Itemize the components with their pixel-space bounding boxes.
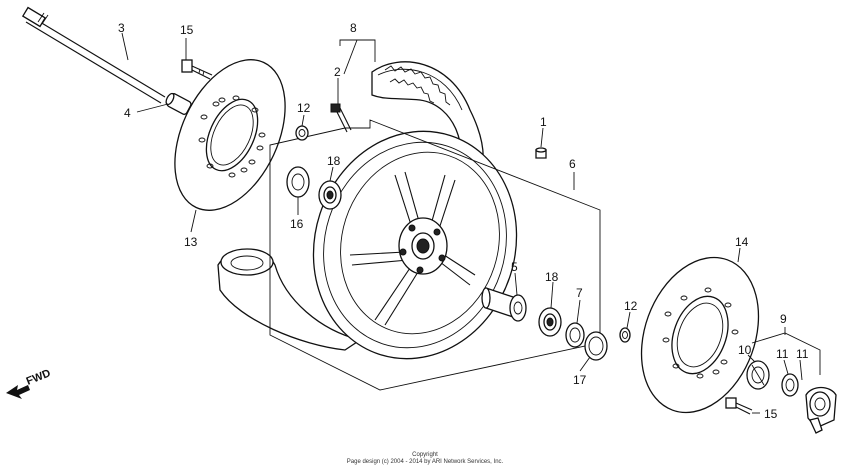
- callout-14: 14: [735, 235, 749, 249]
- callout-8: 8: [350, 21, 357, 35]
- gearbox-housing[interactable]: [805, 386, 837, 434]
- callout-9: 9: [780, 312, 787, 326]
- bearing-left[interactable]: [318, 180, 342, 210]
- brake-disc-right[interactable]: [621, 241, 779, 429]
- copyright-line-1: Copyright: [412, 452, 438, 458]
- wheel-rim[interactable]: [284, 105, 545, 386]
- callout-12-right: 12: [624, 299, 638, 313]
- front-axle[interactable]: [21, 6, 166, 104]
- callout-4: 4: [124, 106, 131, 120]
- washer-12-right[interactable]: [619, 327, 631, 343]
- callout-5: 5: [511, 260, 518, 274]
- washer-12-left[interactable]: [295, 125, 309, 141]
- copyright-line-2: Page design (c) 2004 - 2014 by ARI Netwo…: [346, 459, 504, 465]
- callout-3: 3: [118, 21, 125, 35]
- callout-18-left: 18: [327, 154, 341, 168]
- callout-11-a: 11: [776, 347, 789, 361]
- dust-seal-left[interactable]: [286, 166, 310, 198]
- oil-seal-11a[interactable]: [781, 373, 799, 397]
- cap-nut[interactable]: [535, 147, 547, 159]
- leader-lines: [121, 32, 803, 414]
- disc-bolt-top[interactable]: [181, 59, 213, 80]
- callouts: 3 15 8 2 4 12 1 18 6 16 13 14 5 18 7 12 …: [118, 21, 809, 421]
- callout-1: 1: [540, 115, 547, 129]
- callout-12-left: 12: [297, 101, 311, 115]
- callout-17: 17: [573, 373, 587, 387]
- callout-6: 6: [569, 157, 576, 171]
- callout-16: 16: [290, 217, 304, 231]
- callout-10: 10: [738, 343, 752, 357]
- speedometer-gear[interactable]: [746, 360, 770, 390]
- disc-bolt-bottom[interactable]: [725, 397, 753, 415]
- assembly-box-9: [751, 332, 821, 375]
- callout-7: 7: [576, 286, 583, 300]
- callout-15-bottom: 15: [764, 407, 778, 421]
- callout-2: 2: [334, 65, 341, 79]
- gear-retainer[interactable]: [565, 322, 585, 348]
- tire-tube-section: [217, 248, 362, 351]
- bearing-right[interactable]: [538, 307, 562, 337]
- callout-15-top: 15: [180, 23, 194, 37]
- distance-collar[interactable]: [481, 287, 527, 322]
- fwd-label: FWD: [25, 367, 53, 388]
- valve-stem[interactable]: [330, 103, 352, 133]
- callout-13: 13: [184, 235, 198, 249]
- dust-seal-right[interactable]: [584, 331, 608, 361]
- callout-18-right: 18: [545, 270, 559, 284]
- forward-arrow-icon: FWD: [6, 367, 52, 399]
- callout-11-b: 11: [796, 347, 809, 361]
- brake-disc-left[interactable]: [153, 42, 308, 228]
